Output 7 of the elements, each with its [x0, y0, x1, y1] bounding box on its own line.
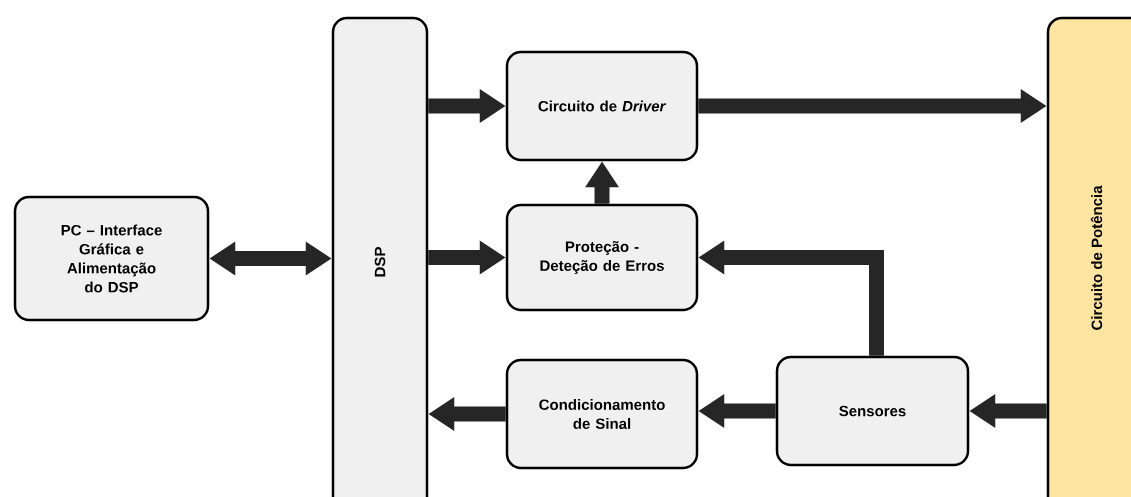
process-box: Circuito de Driver [505, 50, 699, 162]
process-box: Proteção - Deteção de Erros [505, 203, 699, 312]
process-box: PC – Interface Gráfica e Alimentação do DSP [13, 195, 210, 322]
processor-bar: DSP [331, 16, 429, 497]
process-box: Condicionamento de Sinal [505, 358, 699, 470]
process-box: Sensores [775, 355, 970, 467]
power-circuit-bar: Circuito de Potência [1046, 16, 1131, 497]
